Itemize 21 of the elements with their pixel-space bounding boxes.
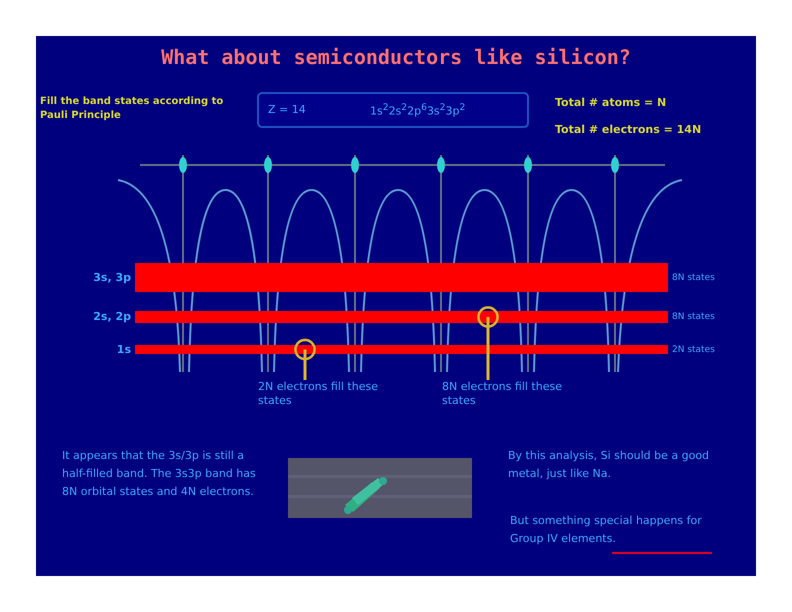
state-count: 8N states xyxy=(672,311,715,324)
electron-configuration: 1s$^{2}$2s$^{2}$2p$^{6}$3s$^{2}$3p$^{2}$ xyxy=(370,101,466,119)
electron-count: Total # electrons = 14N xyxy=(555,123,702,137)
energy-band xyxy=(135,263,668,292)
question-text: But something special happens for Group IV elements. xyxy=(510,513,703,547)
note-text: 8N electrons fill these states xyxy=(442,380,562,408)
state-count: 8N states xyxy=(672,272,715,284)
slide-title: What about semiconductors like silicon? xyxy=(160,44,632,70)
atom-count: Total # atoms = N xyxy=(555,96,666,110)
band-label: 1s xyxy=(116,342,131,356)
state-count: 2N states xyxy=(672,344,715,356)
explanation-text: It appears that the 3s/3p is still a half-filled band. The 3s3p band has 8N orbital states and 4N electrons. xyxy=(62,448,257,500)
leader-line xyxy=(477,306,499,380)
energy-band xyxy=(135,345,668,354)
band-label: 2s, 2p xyxy=(93,310,131,324)
atomic-number: Z = 14 xyxy=(268,103,306,117)
note-text: 2N electrons fill these states xyxy=(258,380,378,408)
energy-band xyxy=(135,311,668,323)
instruction-text: Fill the band states according to Pauli Principle xyxy=(40,95,224,123)
band-label: 3s, 3p xyxy=(93,270,131,284)
conclusion-text: By this analysis, Si should be a good metal, just like Na. xyxy=(508,448,710,482)
